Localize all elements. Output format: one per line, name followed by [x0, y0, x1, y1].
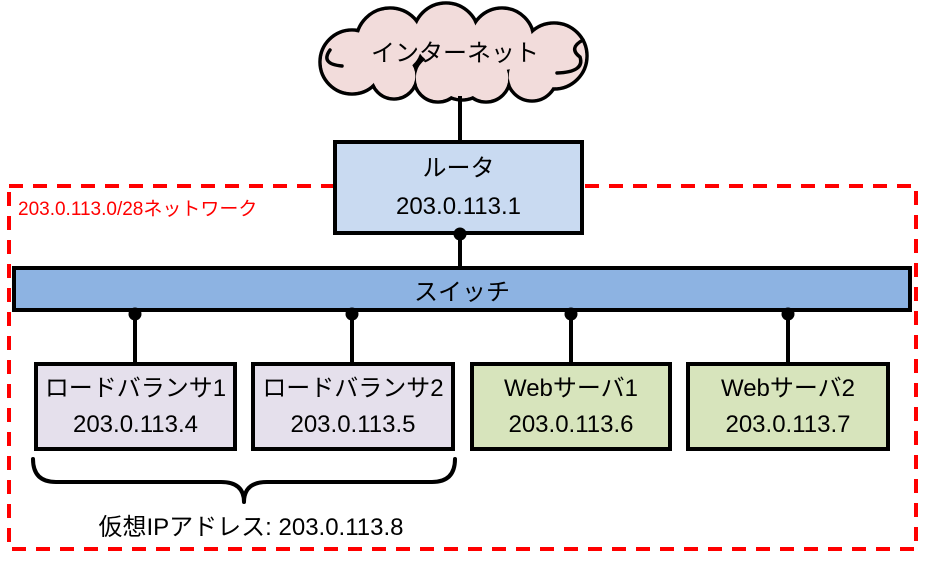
network-boundary-label: 203.0.113.0/28ネットワーク	[18, 199, 258, 220]
router-box: ルータ 203.0.113.1	[333, 140, 584, 235]
web-server-1-box: Webサーバ1 203.0.113.6	[470, 362, 672, 451]
node-ip: 203.0.113.5	[290, 410, 416, 438]
load-balancer-1-box: ロードバランサ1 203.0.113.4	[34, 362, 237, 451]
node-ip: 203.0.113.6	[508, 410, 634, 438]
node-name: Webサーバ1	[503, 374, 639, 402]
node-name: ロードバランサ2	[262, 374, 444, 402]
node-ip: 203.0.113.7	[725, 410, 851, 438]
internet-cloud-label: インターネット	[371, 40, 539, 67]
virtual-ip-brace	[31, 457, 457, 504]
switch-bar: スイッチ	[12, 266, 912, 312]
node-name: ロードバランサ1	[44, 374, 227, 402]
node-ip: 203.0.113.4	[72, 410, 198, 438]
switch-label: スイッチ	[414, 278, 510, 306]
load-balancer-2-box: ロードバランサ2 203.0.113.5	[251, 362, 455, 451]
virtual-ip-label: 仮想IPアドレス: 203.0.113.8	[98, 514, 404, 541]
router-ip: 203.0.113.1	[395, 192, 521, 220]
web-server-2-box: Webサーバ2 203.0.113.7	[686, 362, 890, 451]
node-name: Webサーバ2	[720, 374, 856, 402]
router-name: ルータ	[422, 154, 495, 182]
